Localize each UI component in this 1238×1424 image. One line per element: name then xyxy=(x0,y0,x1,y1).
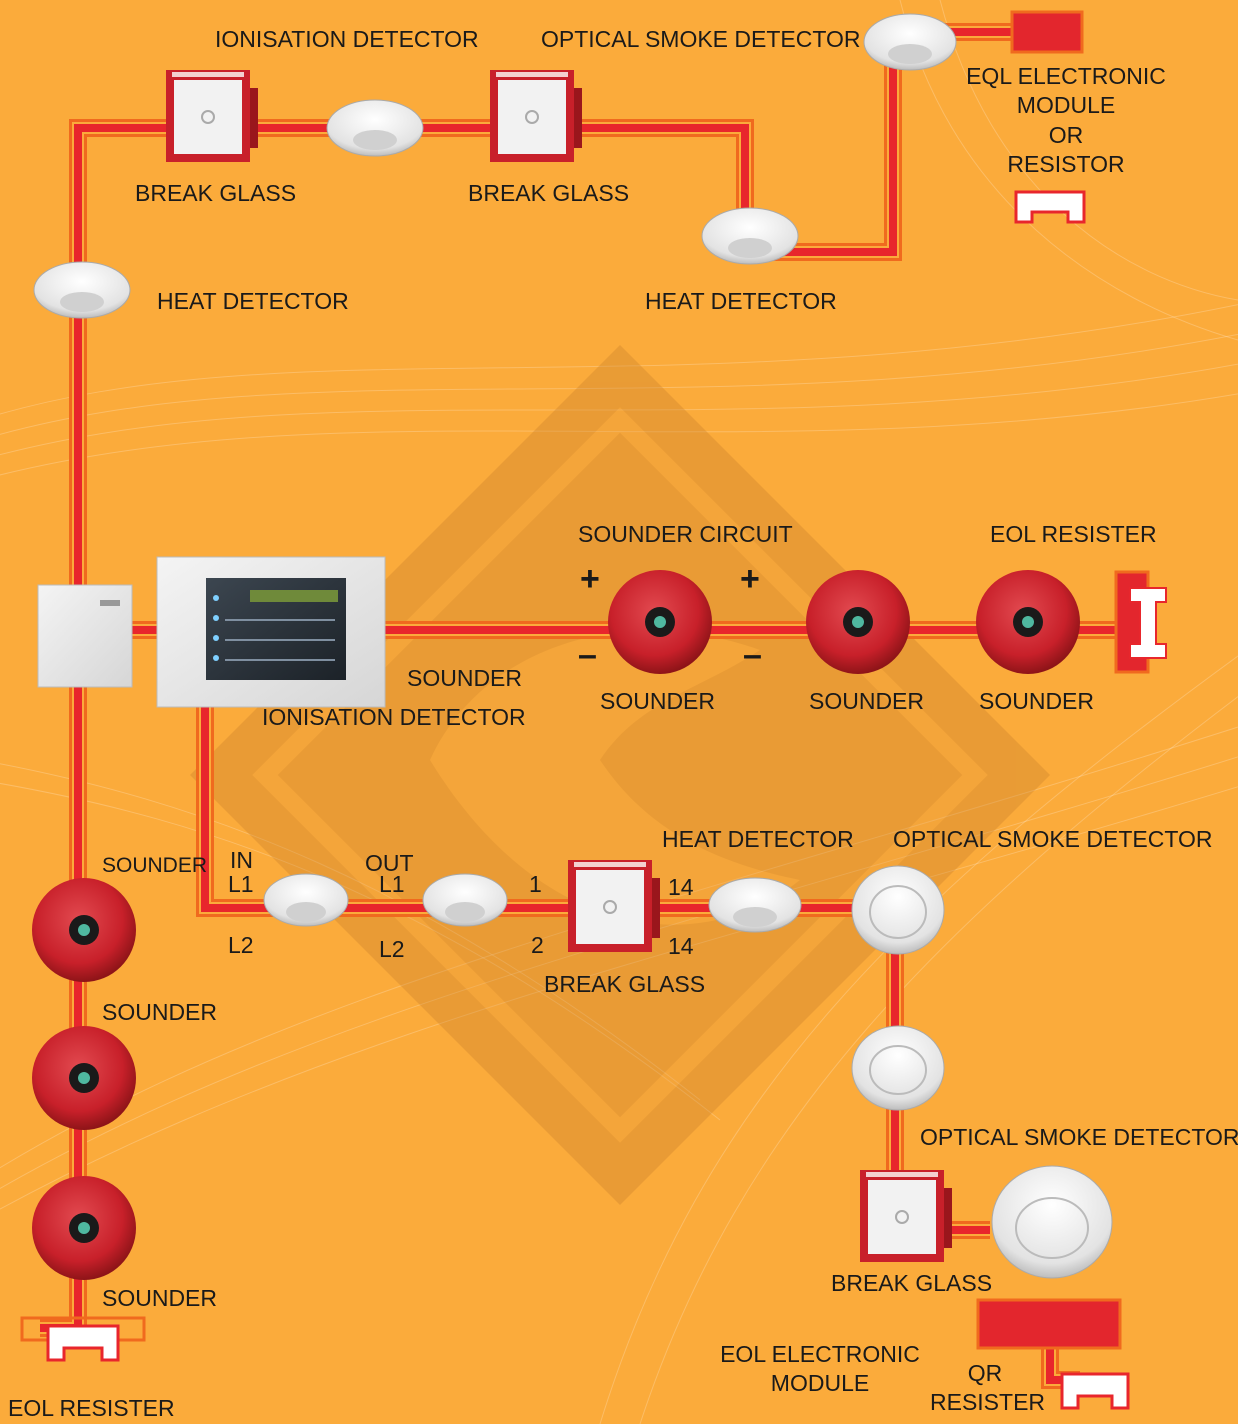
optical-smoke-detector-bottom-1 xyxy=(851,865,945,955)
sounder-left-3 xyxy=(32,1176,136,1280)
ionisation-detector-bottom-2 xyxy=(422,873,508,927)
in-label: IN xyxy=(230,847,253,873)
eol-resistor-icon-left xyxy=(20,1316,146,1362)
sounder-left-1 xyxy=(32,878,136,982)
in-l1-label: L1 xyxy=(228,871,254,897)
out-l1-label: L1 xyxy=(379,871,405,897)
optical-smoke-detector-bottom-label: OPTICAL SMOKE DETECTOR xyxy=(893,826,1213,852)
sounder-1-label: SOUNDER xyxy=(600,688,716,714)
sounder-circuit-label: SOUNDER CIRCUIT xyxy=(578,521,793,547)
resistor-icon-top xyxy=(1014,190,1086,224)
eql-module-label-4: RESISTOR xyxy=(1007,151,1125,177)
sounder-2-label: SOUNDER xyxy=(809,688,925,714)
sounder-circuit-bell-3 xyxy=(976,570,1080,674)
plus-terminal-1: + xyxy=(580,560,600,598)
eol-resister-right-label: EOL RESISTER xyxy=(990,521,1157,547)
sounder-circuit-bell-1 xyxy=(608,570,712,674)
out-l2-label: L2 xyxy=(379,936,405,962)
break-glass-2-label: BREAK GLASS xyxy=(468,180,630,206)
eql-module-label-2: MODULE xyxy=(1016,92,1116,118)
terminal-2-label: 2 xyxy=(531,932,544,958)
break-glass-right xyxy=(860,1170,952,1262)
optical-smoke-detector-top-label: OPTICAL SMOKE DETECTOR xyxy=(541,26,861,52)
in-l2-label: L2 xyxy=(228,932,254,958)
terminal-14b-label: 14 xyxy=(668,933,694,959)
minus-terminal-2: – xyxy=(743,636,762,674)
qr-label: QR xyxy=(967,1360,1003,1386)
break-glass-2 xyxy=(490,70,582,162)
break-glass-bottom xyxy=(568,860,660,952)
eol-resistor-icon-right xyxy=(1114,570,1167,674)
resistor-icon-bottom xyxy=(1060,1372,1130,1410)
eol-electronic-module-bottom xyxy=(976,1298,1122,1350)
optical-smoke-detector-large xyxy=(991,1165,1113,1279)
sounder-3-label: SOUNDER xyxy=(979,688,1095,714)
terminal-14a-label: 14 xyxy=(668,874,694,900)
optical-smoke-detector-bottom-2 xyxy=(851,1025,945,1111)
heat-detector-right xyxy=(701,207,799,265)
optical-smoke-detector-right-label: OPTICAL SMOKE DETECTOR xyxy=(920,1124,1238,1150)
ionisation-detector-bottom-1 xyxy=(263,873,349,927)
eql-electronic-module xyxy=(1010,10,1084,54)
break-glass-1 xyxy=(166,70,258,162)
minus-terminal-1: – xyxy=(578,636,597,674)
sounder-panel-label: SOUNDER xyxy=(407,665,523,691)
eql-module-label-1: EQL ELECTRONIC xyxy=(966,63,1166,89)
sounder-left-mid-label: SOUNDER xyxy=(102,999,218,1025)
break-glass-1-label: BREAK GLASS xyxy=(135,180,297,206)
optical-smoke-detector-top xyxy=(863,13,957,71)
break-glass-bottom-label: BREAK GLASS xyxy=(544,971,706,997)
break-glass-right-label: BREAK GLASS xyxy=(831,1270,993,1296)
heat-detector-left-label: HEAT DETECTOR xyxy=(157,288,349,314)
sounder-circuit-bell-2 xyxy=(806,570,910,674)
resister-bottom-label: RESISTER xyxy=(930,1389,1046,1415)
heat-detector-bottom xyxy=(708,877,802,933)
eql-module-label-3: OR xyxy=(1048,122,1084,148)
heat-detector-right-label: HEAT DETECTOR xyxy=(645,288,837,314)
eol-module-label-2: MODULE xyxy=(770,1370,870,1396)
plus-terminal-2: + xyxy=(740,560,760,598)
ionisation-detector-mid-label: IONISATION DETECTOR xyxy=(262,704,526,730)
power-supply-unit xyxy=(37,584,133,688)
heat-detector-left xyxy=(33,261,131,319)
sounder-left-top-label: SOUNDER xyxy=(102,854,208,877)
eol-resister-left-label: EOL RESISTER xyxy=(8,1395,175,1421)
out-label: OUT xyxy=(365,850,414,876)
ionisation-detector-top xyxy=(326,99,424,157)
heat-detector-bottom-label: HEAT DETECTOR xyxy=(662,826,854,852)
sounder-left-2 xyxy=(32,1026,136,1130)
sounder-left-bot-label: SOUNDER xyxy=(102,1285,218,1311)
ionisation-detector-top-label: IONISATION DETECTOR xyxy=(215,26,479,52)
terminal-1-label: 1 xyxy=(529,871,542,897)
eol-module-label-1: EOL ELECTRONIC xyxy=(720,1341,920,1367)
fire-alarm-control-panel xyxy=(156,556,386,708)
